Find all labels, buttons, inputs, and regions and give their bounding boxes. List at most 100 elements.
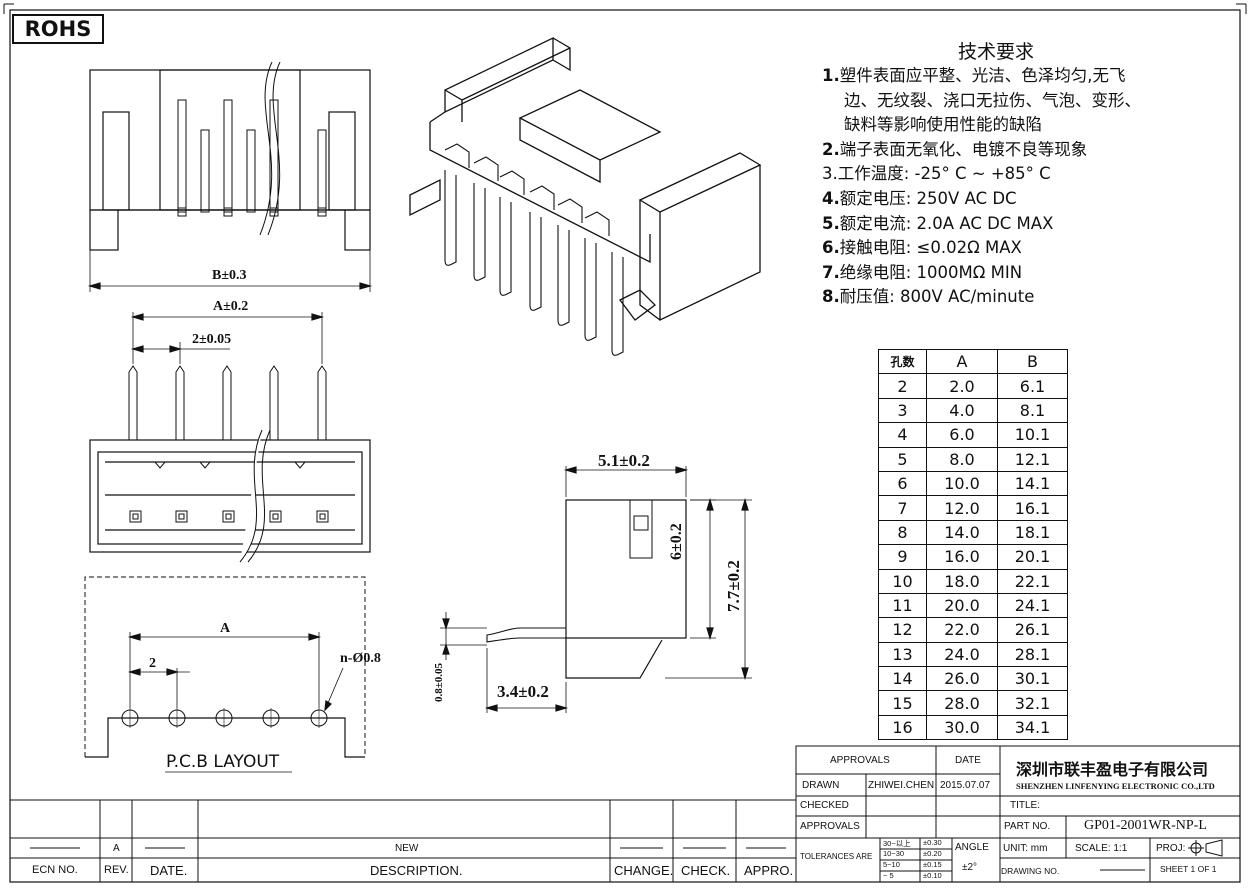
requirement-item: 5.额定电流: 2.0A AC DC MAX	[822, 213, 1054, 233]
requirement-item: 3.工作温度: -25° C ~ +85° C	[822, 164, 1051, 184]
dim-a-cell: 4.0	[926, 397, 998, 424]
tol-range-2: 10~30	[883, 849, 905, 858]
dim-a-cell: 2.0	[926, 373, 998, 399]
dim-pcb-pitch: 2	[149, 656, 156, 671]
dim-a-cell: 12.0	[926, 495, 998, 521]
requirements-list: 1.塑件表面应平整、光洁、色泽均匀,无飞 边、无纹裂、浇口无拉伤、气泡、变形、 …	[822, 64, 1141, 310]
appro-header: APPRO.	[744, 863, 794, 878]
dim-a-cell: 8.0	[926, 446, 998, 472]
scale: SCALE: 1:1	[1075, 843, 1128, 854]
pin-count-cell: 12	[878, 617, 927, 643]
dim-a-cell: 6.0	[926, 422, 998, 448]
angle-value: ±2°	[962, 862, 978, 873]
requirement-item: 4.额定电压: 250V AC DC	[822, 188, 1017, 208]
pin-count-cell: 7	[878, 495, 927, 521]
dim-pcb-a: A	[220, 621, 231, 636]
angle-label: ANGLE	[955, 842, 989, 853]
requirement-item: 6.接触电阻: ≤0.02Ω MAX	[822, 238, 1022, 258]
checked-label: CHECKED	[800, 800, 849, 811]
dim-a-cell: 14.0	[926, 519, 998, 546]
rev-value: A	[113, 843, 120, 854]
sheet-border	[9, 9, 1241, 883]
dim-b-cell: 6.1	[997, 373, 1068, 399]
tol-value-4: ±0.10	[923, 871, 942, 880]
drawing-no-label: DRAWING NO.	[1001, 866, 1060, 876]
pin-count-cell: 9	[878, 544, 927, 570]
tol-range-1: 30~以上	[883, 839, 911, 848]
dim-a-cell: 26.0	[926, 666, 998, 692]
side-view	[440, 466, 752, 713]
rev-header: REV.	[104, 864, 129, 876]
projection-icon	[1186, 840, 1187, 841]
drawn-label: DRAWN	[802, 780, 840, 791]
part-no-label: PART NO.	[1004, 821, 1051, 832]
col-header-b: B	[997, 348, 1068, 375]
dim-b-cell: 34.1	[997, 714, 1068, 741]
table-header-row: 孔数 A B	[878, 348, 1068, 375]
pin-count-cell: 2	[878, 373, 927, 399]
dim-a-cell: 24.0	[926, 641, 998, 668]
requirement-item: 缺料等影响使用性能的缺陷	[844, 115, 1042, 135]
dim-b-cell: 22.1	[997, 568, 1068, 594]
dim-b-cell: 14.1	[997, 470, 1068, 497]
dim-b-cell: 28.1	[997, 641, 1068, 668]
approvals-header: APPROVALS	[830, 755, 890, 766]
requirement-item: 边、无纹裂、浇口无拉伤、气泡、变形、	[844, 90, 1141, 110]
requirement-item: 8.耐压值: 800V AC/minute	[822, 287, 1035, 307]
front-view	[89, 312, 371, 563]
dim-b-cell: 12.1	[997, 446, 1068, 472]
dim-a-cell: 16.0	[926, 544, 998, 570]
dim-a-cell: 28.0	[926, 690, 998, 716]
part-no-value: GP01-2001WR-NP-L	[1084, 818, 1207, 833]
pin-count-cell: 16	[878, 714, 927, 741]
new-desc: NEW	[395, 843, 419, 854]
dim-a-cell: 22.0	[926, 617, 998, 643]
pin-count-cell: 14	[878, 666, 927, 692]
date-col-header: DATE.	[150, 863, 188, 878]
pin-count-cell: 6	[878, 470, 927, 497]
requirement-item: 2.端子表面无氧化、电镀不良等现象	[822, 139, 1088, 159]
tol-value-1: ±0.30	[923, 838, 942, 847]
pin-count-cell: 15	[878, 690, 927, 716]
dim-b-cell: 16.1	[997, 495, 1068, 521]
title-block-lines	[10, 745, 1241, 883]
dim-a-cell: 30.0	[926, 714, 998, 741]
pin-count-cell: 3	[878, 397, 927, 424]
col-header-pins: 孔数	[878, 348, 927, 375]
pcb-layout	[84, 576, 366, 773]
requirements-title: 技术要求	[958, 41, 1035, 63]
tol-value-2: ±0.20	[923, 849, 942, 858]
dim-hole: n-Ø0.8	[340, 651, 381, 666]
change-header: CHANGE.	[614, 863, 674, 878]
sheet-info: SHEET 1 OF 1	[1160, 864, 1217, 874]
company-name-cn: 深圳市联丰盈电子有限公司	[1016, 760, 1209, 779]
dim-a-cell: 18.0	[926, 568, 998, 594]
dim-height1: 6±0.2	[668, 523, 685, 560]
pcb-caption: P.C.B LAYOUT	[166, 752, 280, 772]
dim-a: A±0.2	[213, 299, 249, 314]
tol-range-3: 5~10	[883, 860, 900, 869]
dim-b-cell: 20.1	[997, 544, 1068, 570]
check-header: CHECK.	[681, 863, 731, 878]
tol-value-3: ±0.15	[923, 860, 942, 869]
dim-b: B±0.3	[212, 268, 247, 283]
dim-depth: 5.1±0.2	[598, 451, 650, 470]
pin-count-cell: 4	[878, 422, 927, 448]
requirement-item: 7.绝缘电阻: 1000MΩ MIN	[822, 262, 1023, 282]
requirement-item: 1.塑件表面应平整、光洁、色泽均匀,无飞	[822, 66, 1126, 85]
